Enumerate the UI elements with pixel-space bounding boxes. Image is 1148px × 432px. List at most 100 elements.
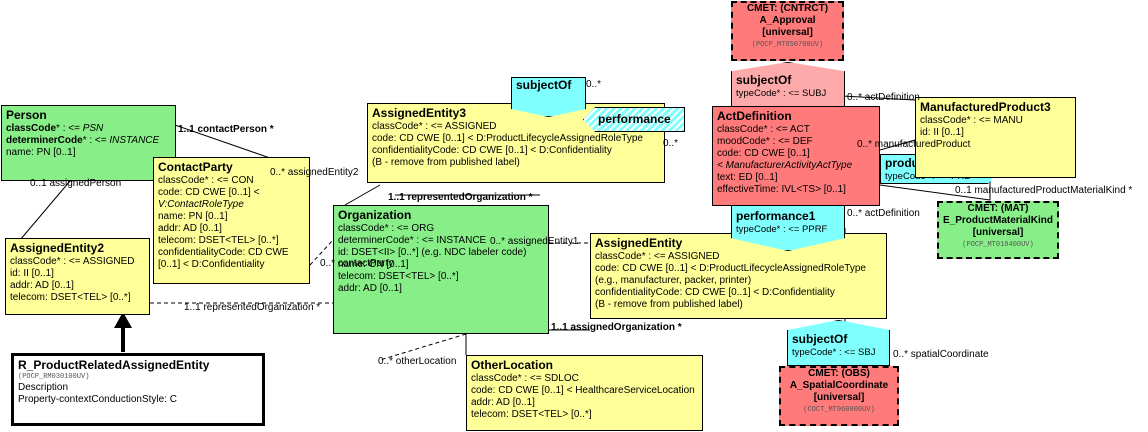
- shape-title: performance: [598, 112, 671, 126]
- attr-row: classCode* : <= ASSIGNED: [10, 256, 135, 267]
- cmet-line: [universal]: [762, 27, 813, 38]
- cmet-line: A_SpatialCoordinate: [789, 380, 889, 391]
- attr-row: name: ON [0..1]: [338, 259, 409, 270]
- attr-row: code: CD CWE [0..1] <: [158, 187, 260, 198]
- attr-row: confidentialityCode: CD CWE [0..1] < D:C…: [372, 145, 612, 156]
- attr-row: name: PN [0..1]: [6, 147, 76, 158]
- attr-row: effectiveTime: IVL<TS> [0..1]: [717, 184, 846, 195]
- attr-row: V:ContactRoleType: [158, 199, 244, 210]
- shape-title: performance1: [736, 209, 816, 223]
- attr-row: id: DSET<II> [0..*] (e.g. NDC labeler co…: [338, 247, 527, 258]
- label-represented-org-top: 1..1 representedOrganization *: [388, 192, 533, 203]
- attr-row: determinerCode* : <= INSTANCE: [6, 135, 160, 146]
- attr-row: determinerCode* : <= INSTANCE: [338, 235, 487, 246]
- attr-row: text: ED [0..1]: [717, 172, 778, 183]
- assigned-entity2-class: AssignedEntity2 classCode* : <= ASSIGNED…: [5, 238, 150, 315]
- person-class: Person classCode* : <= PSN determinerCod…: [1, 105, 176, 181]
- cmet-line: A_Approval: [759, 15, 816, 26]
- shape-title: subjectOf: [516, 78, 572, 92]
- attr-row: confidentialityCode: CD CWE: [158, 247, 289, 258]
- class-title: ContactParty: [158, 160, 233, 174]
- attr-row: telecom: DSET<TEL> [0..*]: [10, 292, 131, 303]
- shape-title: subjectOf: [792, 332, 848, 346]
- cmet-code: (COCT_MT960000UV): [803, 406, 875, 414]
- label-spatial-coordinate: 0..* spatialCoordinate: [893, 349, 989, 360]
- attr-row: id: II [0..1]: [10, 268, 54, 279]
- attr-row: < ManufacturerActivityActType: [717, 160, 853, 171]
- attr-row: addr: AD [0..1]: [158, 223, 222, 234]
- attr-row: id: II [0..1]: [920, 127, 964, 138]
- label-assigned-entity2: 0..* assignedEntity2: [270, 167, 359, 178]
- label-manufactured-product: 0..* manufacturedProduct: [857, 139, 971, 150]
- cmet-code: (POCP_MT010400UV): [962, 241, 1034, 249]
- r-product-related-assigned-entity: R_ProductRelatedAssignedEntity (POCP_RM0…: [11, 353, 265, 426]
- class-code: (POCP_RM030100UV): [18, 373, 90, 381]
- assigned-entity-class: AssignedEntity classCode* : <= ASSIGNED …: [590, 233, 887, 319]
- cmet-line: E_ProductMaterialKind: [942, 215, 1054, 226]
- class-title: R_ProductRelatedAssignedEntity: [18, 358, 210, 372]
- shape-type: typeCode* : <= PPRF: [736, 224, 828, 235]
- class-title: Organization: [338, 208, 412, 222]
- class-title: ActDefinition: [717, 109, 792, 123]
- class-title: AssignedEntity: [595, 236, 683, 250]
- subject-of-ae3-shape: subjectOf: [511, 77, 586, 117]
- attr-row: classCode* : <= PSN: [6, 123, 104, 134]
- attr-row: addr: AD [0..1]: [338, 283, 402, 294]
- attr-row: classCode* : <= ASSIGNED: [595, 251, 720, 262]
- attr-row: addr: AD [0..1]: [10, 280, 74, 291]
- performance-shape: performance: [583, 107, 685, 132]
- shape-type: typeCode* : <= SBJ: [792, 347, 876, 358]
- attr-row: telecom: DSET<TEL> [0..*]: [158, 235, 279, 246]
- attr-row: confidentialityCode: CD CWE [0..1] < D:C…: [595, 287, 835, 298]
- shape-type: typeCode* : <= SUBJ: [736, 88, 827, 99]
- attr-row: code: CD CWE [0..1] < D:ProductLifecycle…: [372, 133, 643, 144]
- contact-party-class: ContactParty classCode* : <= CON code: C…: [153, 157, 310, 284]
- organization-class: Organization classCode* : <= ORG determi…: [333, 205, 549, 334]
- label-represented-org-bottom: 1..1 representedOrganization *: [184, 302, 321, 313]
- attr-row: moodCode* : <= DEF: [717, 136, 813, 147]
- label-assigned-entity1: 0..* assignedEntity1: [490, 236, 579, 247]
- attr-row: classCode* : <= MANU: [920, 115, 1023, 126]
- attr-row: addr: AD [0..1]: [471, 397, 535, 408]
- attr-row: (B - remove from published label): [372, 157, 520, 168]
- cmet-line: [universal]: [972, 227, 1024, 238]
- act-definition-class: ActDefinition classCode* : <= ACT moodCo…: [712, 106, 880, 206]
- other-location-class: OtherLocation classCode* : <= SDLOC code…: [466, 355, 703, 431]
- class-title: Person: [6, 108, 47, 122]
- label-contact-person: 1..1 contactPerson *: [178, 124, 274, 135]
- attr-row: classCode* : <= ASSIGNED: [372, 121, 497, 132]
- label-assigned-person: 0..1 assignedPerson: [30, 178, 122, 189]
- attr-row: (e.g., manufacturer, packer, printer): [595, 275, 752, 286]
- cmet-a-spatial-coordinate: CMET: (OBS) A_SpatialCoordinate [univers…: [779, 366, 899, 426]
- attr-row: classCode* : <= ORG: [338, 223, 435, 234]
- label-ae3-multiplicity: 0..*: [663, 138, 679, 149]
- label-subject-multiplicity: 0..*: [586, 79, 602, 90]
- class-title: OtherLocation: [471, 358, 554, 372]
- attr-row: (B - remove from published label): [595, 299, 743, 310]
- attr-row: classCode* : <= SDLOC: [471, 373, 579, 384]
- attr-row: Property-contextConductionStyle: C: [18, 394, 177, 405]
- attr-row: classCode* : <= ACT: [717, 124, 810, 135]
- cmet-line: [universal]: [813, 392, 865, 403]
- class-title: AssignedEntity3: [372, 106, 467, 120]
- label-other-location: 0..* otherLocation: [378, 356, 457, 367]
- label-assigned-organization: 1..1 assignedOrganization *: [551, 322, 682, 333]
- cmet-code: (POCP_MT050700UV): [751, 41, 824, 49]
- cmet-line: CMET: (OBS): [808, 368, 870, 379]
- class-title: AssignedEntity2: [10, 241, 105, 255]
- attr-row: telecom: DSET<TEL> [0..*]: [338, 271, 459, 282]
- shape-title: subjectOf: [736, 73, 792, 87]
- subject-of-bottom-shape: subjectOf typeCode* : <= SBJ: [787, 320, 890, 366]
- subject-of-top-shape: subjectOf typeCode* : <= SUBJ: [731, 62, 845, 108]
- attr-row: code: CD CWE [0..1]: [717, 148, 810, 159]
- cmet-line: CMET: (CNTRCT): [746, 3, 829, 14]
- label-act-definition-bottom: 0..* actDefinition: [847, 208, 920, 219]
- attr-row: name: PN [0..1]: [158, 211, 228, 222]
- attr-row: telecom: DSET<TEL> [0..*]: [471, 409, 592, 420]
- attr-row: [0..1] < D:Confidentiality: [158, 259, 265, 270]
- cmet-a-approval: CMET: (CNTRCT) A_Approval [universal] (P…: [731, 1, 844, 61]
- cmet-line: CMET: (MAT): [967, 203, 1029, 214]
- label-act-definition-top: 0..* actDefinition: [847, 92, 920, 103]
- label-contact-party: 0..* contactParty: [320, 258, 394, 269]
